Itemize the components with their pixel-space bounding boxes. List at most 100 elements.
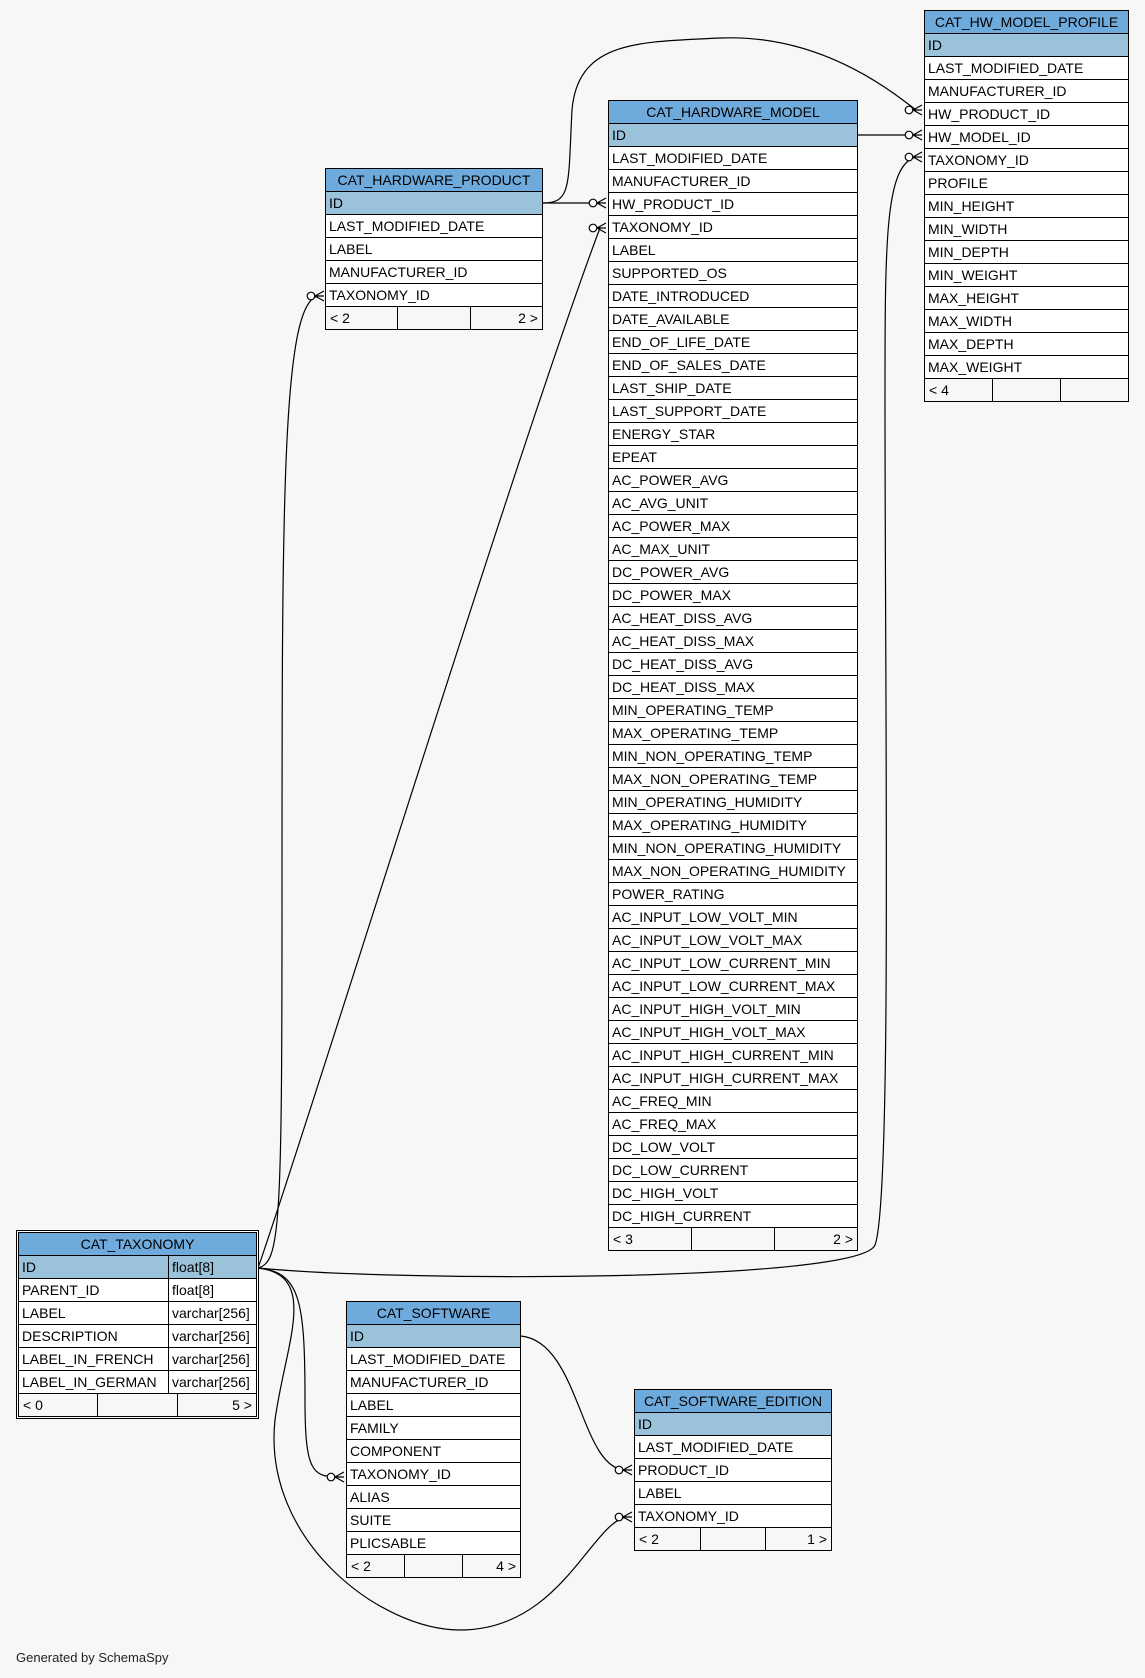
table-row: AC_POWER_AVG — [609, 469, 857, 492]
table-cat-software-edition[interactable]: CAT_SOFTWARE_EDITION ID LAST_MODIFIED_DA… — [634, 1389, 832, 1551]
table-row: AC_INPUT_HIGH_CURRENT_MIN — [609, 1044, 857, 1067]
table-row: EPEAT — [609, 446, 857, 469]
table-row: END_OF_SALES_DATE — [609, 354, 857, 377]
table-row: DC_POWER_AVG — [609, 561, 857, 584]
table-row: MANUFACTURER_ID — [326, 261, 542, 284]
table-row: PLICSABLE — [347, 1532, 520, 1555]
table-row: ALIAS — [347, 1486, 520, 1509]
table-cat-hw-model-profile[interactable]: CAT_HW_MODEL_PROFILE ID LAST_MODIFIED_DA… — [924, 10, 1129, 402]
crows-foot-icon — [596, 222, 607, 234]
table-row: AC_FREQ_MIN — [609, 1090, 857, 1113]
table-row: ID — [635, 1413, 831, 1436]
optional-marker-icon — [588, 198, 598, 208]
table-cat-software[interactable]: CAT_SOFTWARE ID LAST_MODIFIED_DATE MANUF… — [346, 1301, 521, 1578]
optional-marker-icon — [904, 105, 914, 115]
crows-foot-icon — [912, 104, 923, 116]
optional-marker-icon — [326, 1472, 336, 1482]
generated-by-label: Generated by SchemaSpy — [16, 1650, 169, 1665]
table-row: MIN_WEIGHT — [925, 264, 1128, 287]
table-row: TAXONOMY_ID — [326, 284, 542, 307]
table-row: MIN_WIDTH — [925, 218, 1128, 241]
table-title[interactable]: CAT_HARDWARE_PRODUCT — [326, 169, 542, 192]
crows-foot-icon — [314, 290, 325, 302]
table-row: MAX_OPERATING_TEMP — [609, 722, 857, 745]
table-cat-hardware-model[interactable]: CAT_HARDWARE_MODEL ID LAST_MODIFIED_DATE… — [608, 100, 858, 1251]
edge-taxonomy-hw-model-profile — [257, 156, 917, 1278]
edge-taxonomy-software — [257, 1267, 339, 1478]
table-row: AC_MAX_UNIT — [609, 538, 857, 561]
table-row: DATE_INTRODUCED — [609, 285, 857, 308]
table-row: SUITE — [347, 1509, 520, 1532]
table-row: AC_INPUT_LOW_VOLT_MIN — [609, 906, 857, 929]
table-title[interactable]: CAT_HW_MODEL_PROFILE — [925, 11, 1128, 34]
table-row: LAST_MODIFIED_DATE — [635, 1436, 831, 1459]
optional-marker-icon — [588, 223, 598, 233]
crows-foot-icon — [334, 1471, 345, 1483]
table-row: HW_MODEL_ID — [925, 126, 1128, 149]
table-row: MIN_NON_OPERATING_TEMP — [609, 745, 857, 768]
table-row: TAXONOMY_ID — [347, 1463, 520, 1486]
table-row: MANUFACTURER_ID — [609, 170, 857, 193]
edge-taxonomy-hw-model — [257, 227, 601, 1269]
table-row: MAX_NON_OPERATING_HUMIDITY — [609, 860, 857, 883]
edge-taxonomy-software-edition — [257, 1267, 627, 1631]
table-row: AC_INPUT_LOW_CURRENT_MAX — [609, 975, 857, 998]
table-row: MIN_OPERATING_HUMIDITY — [609, 791, 857, 814]
table-footer: < 4 — [925, 379, 1128, 401]
table-row: ID — [326, 192, 542, 215]
crows-foot-icon — [596, 197, 607, 209]
table-row: ENERGY_STAR — [609, 423, 857, 446]
table-row: DC_HEAT_DISS_MAX — [609, 676, 857, 699]
optional-marker-icon — [904, 130, 914, 140]
table-row: MAX_OPERATING_HUMIDITY — [609, 814, 857, 837]
table-title[interactable]: CAT_TAXONOMY — [19, 1233, 256, 1256]
table-row: DC_HEAT_DISS_AVG — [609, 653, 857, 676]
table-row: MAX_HEIGHT — [925, 287, 1128, 310]
table-row: MAX_DEPTH — [925, 333, 1128, 356]
table-row: LAST_MODIFIED_DATE — [925, 57, 1128, 80]
table-title[interactable]: CAT_SOFTWARE — [347, 1302, 520, 1325]
edge-software-software-edition — [520, 1335, 627, 1471]
table-row: LAST_MODIFIED_DATE — [609, 147, 857, 170]
table-row: ID — [609, 124, 857, 147]
table-row: ID — [925, 34, 1128, 57]
crows-foot-icon — [622, 1464, 633, 1476]
table-row: DC_LOW_VOLT — [609, 1136, 857, 1159]
table-row: DC_POWER_MAX — [609, 584, 857, 607]
table-row: MIN_HEIGHT — [925, 195, 1128, 218]
table-row: LABEL — [609, 239, 857, 262]
table-row: LABEL — [635, 1482, 831, 1505]
table-row: HW_PRODUCT_ID — [609, 193, 857, 216]
crows-foot-icon — [912, 129, 923, 141]
table-row: LAST_MODIFIED_DATE — [326, 215, 542, 238]
table-row: MAX_NON_OPERATING_TEMP — [609, 768, 857, 791]
table-row: MIN_DEPTH — [925, 241, 1128, 264]
optional-marker-icon — [306, 291, 316, 301]
table-row: AC_INPUT_LOW_VOLT_MAX — [609, 929, 857, 952]
table-row: AC_INPUT_HIGH_VOLT_MAX — [609, 1021, 857, 1044]
table-row: DC_LOW_CURRENT — [609, 1159, 857, 1182]
table-row: DC_HIGH_CURRENT — [609, 1205, 857, 1228]
table-row: POWER_RATING — [609, 883, 857, 906]
table-row: MIN_OPERATING_TEMP — [609, 699, 857, 722]
table-row: TAXONOMY_ID — [925, 149, 1128, 172]
table-row: AC_FREQ_MAX — [609, 1113, 857, 1136]
table-cat-hardware-product[interactable]: CAT_HARDWARE_PRODUCT ID LAST_MODIFIED_DA… — [325, 168, 543, 330]
table-row: AC_INPUT_HIGH_CURRENT_MAX — [609, 1067, 857, 1090]
table-title[interactable]: CAT_HARDWARE_MODEL — [609, 101, 857, 124]
table-title[interactable]: CAT_SOFTWARE_EDITION — [635, 1390, 831, 1413]
table-row: LAST_SUPPORT_DATE — [609, 400, 857, 423]
table-row: LAST_SHIP_DATE — [609, 377, 857, 400]
table-row: HW_PRODUCT_ID — [925, 103, 1128, 126]
table-row: LABEL — [347, 1394, 520, 1417]
